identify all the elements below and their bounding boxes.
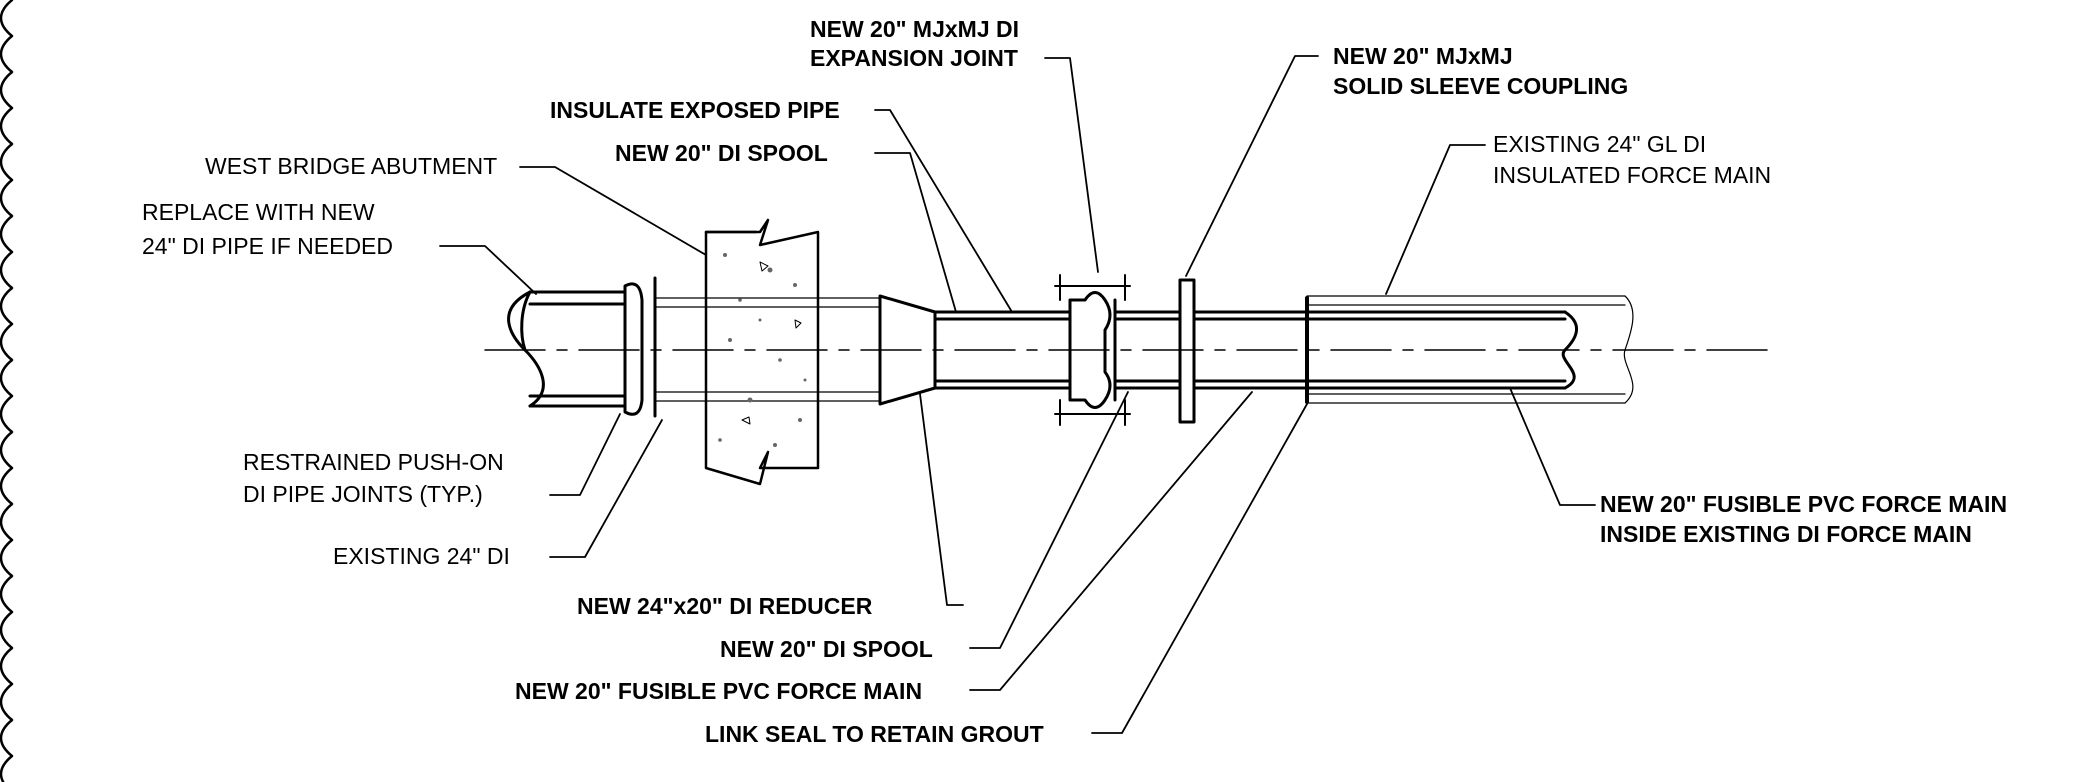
label-replace-1: REPLACE WITH NEW — [142, 199, 375, 225]
leader-lines — [439, 55, 1596, 734]
label-fusible-right-1: NEW 20" FUSIBLE PVC FORCE MAIN — [1600, 491, 2007, 517]
label-spool-top: NEW 20" DI SPOOL — [615, 140, 828, 166]
label-restrained-2: DI PIPE JOINTS (TYP.) — [243, 481, 483, 507]
label-fusible-bottom: NEW 20" FUSIBLE PVC FORCE MAIN — [515, 678, 922, 704]
existing-24-pipe-left — [507, 290, 627, 408]
label-insulate-exposed-pipe: INSULATE EXPOSED PIPE — [550, 97, 840, 123]
di-spool-left — [933, 310, 1072, 390]
label-existing-24-di: EXISTING 24" DI — [333, 543, 510, 569]
label-expansion-joint-1: NEW 20" MJxMJ DI — [810, 16, 1019, 42]
existing-24-insulated-force-main — [1306, 295, 1634, 404]
west-bridge-abutment — [704, 218, 820, 486]
push-on-joint-bell — [623, 282, 644, 416]
solid-sleeve-coupling — [1178, 278, 1196, 424]
label-link-seal: LINK SEAL TO RETAIN GROUT — [705, 721, 1044, 747]
label-existing-force-main-1: EXISTING 24" GL DI — [1493, 131, 1706, 157]
fusible-pvc-force-main — [1192, 310, 1578, 390]
break-line-left — [0, 0, 14, 782]
label-spool-bottom: NEW 20" DI SPOOL — [720, 636, 933, 662]
label-expansion-joint-2: EXPANSION JOINT — [810, 45, 1018, 71]
label-fusible-right-2: INSIDE EXISTING DI FORCE MAIN — [1600, 521, 1972, 547]
label-replace-2: 24" DI PIPE IF NEEDED — [142, 233, 393, 259]
label-west-bridge-abutment: WEST BRIDGE ABUTMENT — [205, 153, 497, 179]
label-sleeve-coupling-1: NEW 20" MJxMJ — [1333, 43, 1513, 69]
label-sleeve-coupling-2: SOLID SLEEVE COUPLING — [1333, 73, 1628, 99]
label-existing-force-main-2: INSULATED FORCE MAIN — [1493, 162, 1771, 188]
label-reducer: NEW 24"x20" DI REDUCER — [577, 593, 873, 619]
expansion-joint — [1054, 274, 1131, 426]
label-restrained-1: RESTRAINED PUSH-ON — [243, 449, 504, 475]
di-spool-right — [1113, 310, 1182, 390]
